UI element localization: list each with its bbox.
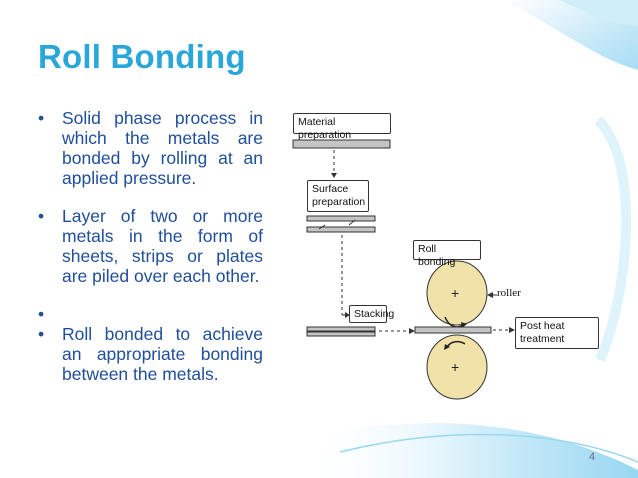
surface-preparation-label: Surface — [312, 183, 349, 195]
roller-bottom — [426, 334, 488, 400]
bullet-item: • Roll bonded to achieve an appropriate … — [38, 324, 263, 384]
rotation-arrow-bottom — [446, 340, 466, 348]
stacked-sheet-bottom — [306, 331, 376, 337]
right-wave — [594, 116, 632, 362]
roller-label: roller — [497, 287, 521, 299]
bullet-list: • Solid phase process in which the metal… — [38, 108, 263, 402]
roller-top — [426, 260, 488, 326]
post-heat-label: Post heat — [520, 320, 565, 332]
bullet-dot: • — [38, 304, 45, 324]
flow-arrow-head — [331, 173, 337, 178]
bullet-text: Layer of two or more metals in the form … — [62, 206, 263, 286]
post-heat-label: treatment — [520, 333, 565, 345]
flow-arrow-head — [409, 328, 415, 334]
stacking-box: Stacking — [349, 305, 394, 323]
diagram-graphics — [292, 139, 515, 400]
roll-bonding-diagram: Material preparation Surface preparation… — [287, 107, 607, 407]
bullet-text: Roll bonded to achieve an appropriate bo… — [62, 324, 263, 384]
flow-arrow-head — [345, 312, 350, 318]
bullet-text: Solid phase process in which the metals … — [62, 108, 263, 188]
flow-arrow-head — [509, 327, 515, 333]
top-right-wave-highlight — [560, 0, 638, 26]
sheet-bottom — [306, 226, 376, 233]
material-preparation-box: Material preparation — [293, 113, 391, 141]
surface-preparation-label: preparation — [312, 196, 366, 208]
plus-bottom-symbol: + — [451, 359, 460, 375]
roll-bonding-box: Roll bonding — [413, 240, 481, 268]
rotation-arrow-bottom-head — [444, 344, 450, 350]
surface-preparation-box: Surface preparation — [307, 180, 369, 212]
bullet-dot: • — [38, 324, 45, 344]
small-arrow — [318, 224, 326, 230]
bonded-sheet — [414, 326, 492, 334]
bottom-wave-line — [339, 433, 638, 463]
bottom-wave — [300, 423, 638, 478]
bullet-item: • Layer of two or more metals in the for… — [38, 206, 263, 286]
stacked-sheet-top — [306, 326, 376, 332]
roller-pointer-head — [487, 292, 493, 298]
material-preparation-label: Material preparation — [298, 116, 352, 141]
sheet-material — [292, 139, 391, 149]
rotation-arrow-top — [444, 316, 464, 328]
page-number: 4 — [589, 451, 596, 463]
post-heat-treatment-box: Post heat treatment — [515, 317, 599, 349]
bullet-dot: • — [38, 108, 45, 128]
roll-bonding-label: Roll bonding — [418, 243, 456, 268]
bullet-item-empty: • — [38, 304, 263, 324]
slide-title: Roll Bonding — [38, 38, 246, 75]
bullet-item: • Solid phase process in which the metal… — [38, 108, 263, 188]
bullet-dot: • — [38, 206, 45, 226]
small-arrow — [348, 219, 356, 226]
sheet-top — [306, 215, 376, 222]
stacking-label: Stacking — [354, 308, 395, 320]
plus-top-symbol: + — [451, 285, 460, 301]
